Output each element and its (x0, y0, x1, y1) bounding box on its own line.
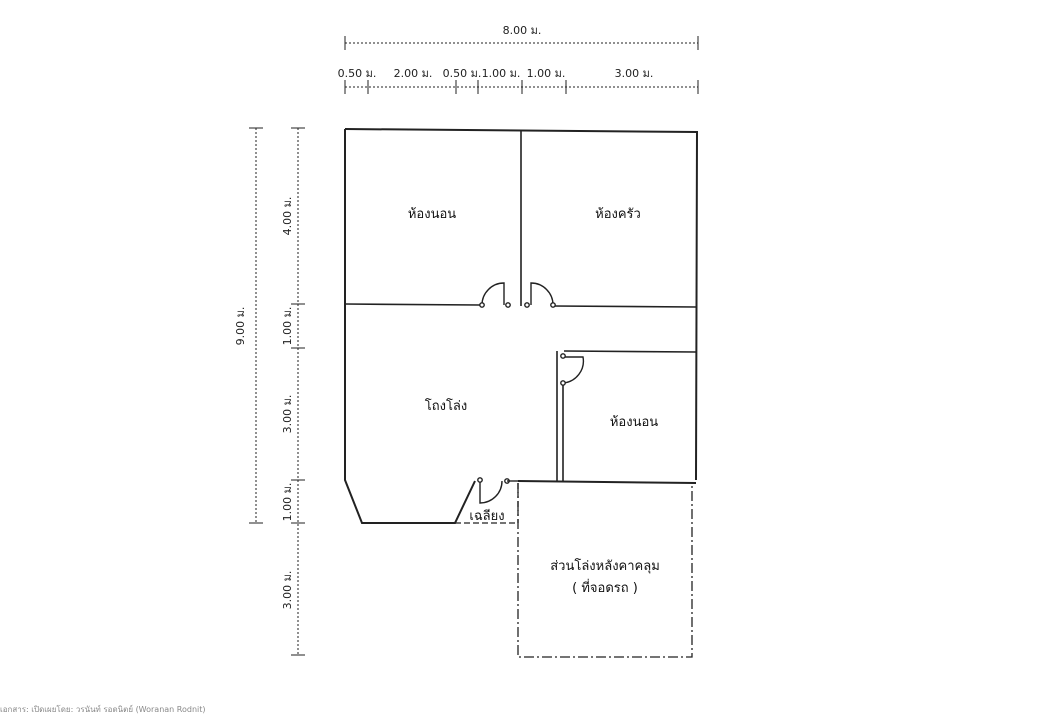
depth-label-1: 4.00 ม. (281, 197, 294, 236)
room-label-kitchen: ห้องครัว (595, 207, 641, 222)
segment-label-3: 0.50 ม. (443, 67, 482, 80)
door-entrance (477, 477, 518, 504)
room-label-carport: ส่วนโล่งหลังคาคลุม (550, 558, 660, 574)
door-kitchen (524, 282, 556, 308)
dimension-depth-segments (291, 127, 305, 656)
segment-label-1: 0.50 ม. (338, 67, 377, 80)
door-bedroom-1 (479, 282, 511, 308)
room-label-bedroom-2: ห้องนอน (610, 415, 658, 430)
dimension-total-width-label: 8.00 ม. (503, 24, 542, 37)
carport-outline (517, 483, 693, 658)
depth-label-3: 3.00 ม. (281, 395, 294, 434)
room-label-bedroom-1: ห้องนอน (408, 207, 456, 222)
room-label-eave: เฉลียง (469, 508, 504, 524)
dimension-total-depth-label: 9.00 ม. (234, 307, 247, 346)
room-label-hall: โถงโล่ง (425, 398, 468, 414)
depth-label-2: 1.00 ม. (281, 307, 294, 346)
interior-walls (344, 131, 697, 482)
outer-walls (344, 128, 699, 524)
segment-label-2: 2.00 ม. (394, 67, 433, 80)
dimension-total-depth (249, 127, 263, 524)
footer-credit: เอกสาร: เปิดเผยโดย: วรนันท์ รอดนิตย์ (Wo… (0, 705, 206, 714)
dimension-total-width (344, 36, 699, 50)
door-bedroom-2 (560, 353, 585, 386)
depth-label-5: 3.00 ม. (281, 571, 294, 610)
room-label-carport-sub: ( ที่จอดรถ ) (572, 579, 638, 596)
segment-label-6: 3.00 ม. (615, 67, 654, 80)
segment-label-4: 1.00 ม. (482, 67, 521, 80)
segment-label-5: 1.00 ม. (527, 67, 566, 80)
dimension-segments (344, 80, 699, 94)
depth-label-4: 1.00 ม. (281, 483, 294, 522)
